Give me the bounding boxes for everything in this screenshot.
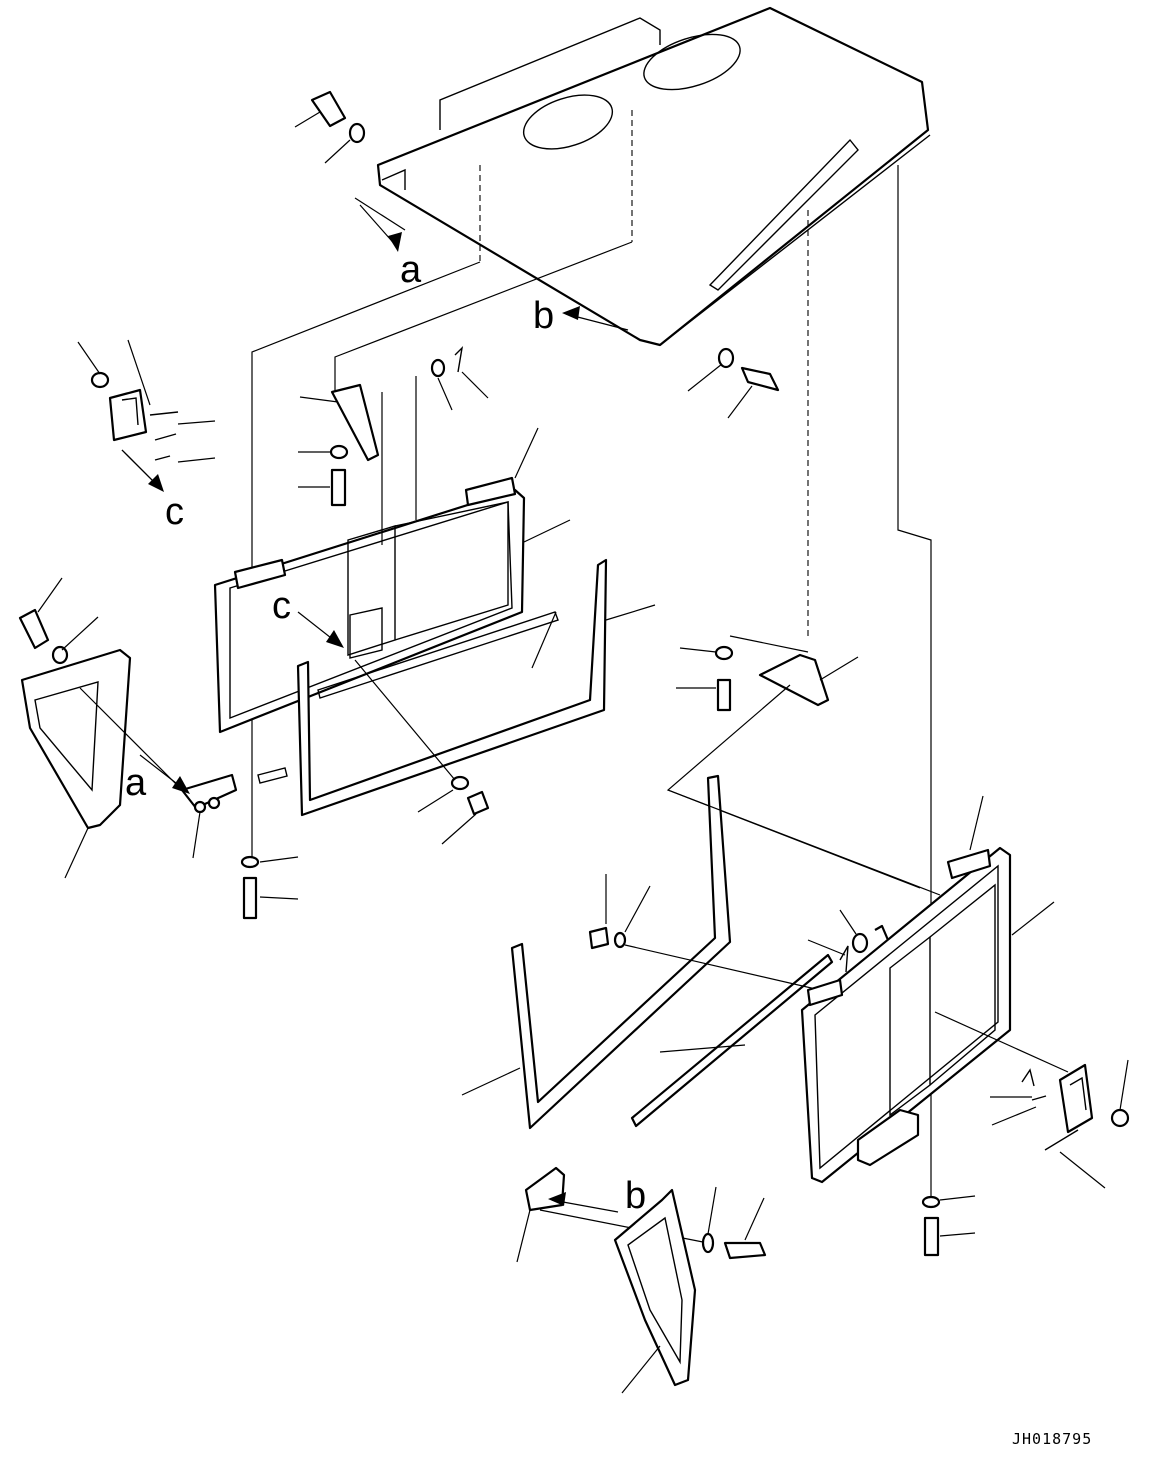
latch-assembly-right (934, 1011, 1130, 1189)
seal-strip-right (461, 774, 834, 1130)
arrow-b-bottom (548, 1192, 619, 1213)
callout-a-left: a (125, 762, 147, 804)
nut-washer-right-seal (588, 874, 821, 991)
callout-b-bottom: b (625, 1175, 646, 1217)
top-cover-plate (376, 6, 931, 347)
bracket-a-left (79, 687, 238, 859)
callout-c-top: c (165, 491, 184, 533)
arrow-c-mid (297, 611, 344, 648)
side-guard-left (20, 648, 132, 879)
callout-c-mid: c (272, 585, 291, 627)
cover-bolt-right (687, 347, 780, 419)
cover-bolt-top-left (294, 90, 366, 164)
callout-b-top: b (533, 295, 554, 337)
arrow-a-top (359, 204, 402, 252)
callout-a-top: a (400, 249, 422, 291)
side-guard-bolt-right (701, 1186, 767, 1260)
left-door-panel (213, 376, 571, 734)
hinge-bracket-upper (298, 383, 380, 507)
seal-strip-left (257, 558, 656, 817)
hinge-bracket-right (666, 635, 921, 889)
clip-pin-upper (430, 345, 489, 411)
arrow-c-top (121, 449, 164, 492)
washer-bolt-left-bottom (240, 855, 299, 920)
clip-pin-right (807, 909, 890, 973)
washer-bolt-right-bottom (921, 1195, 976, 1257)
arrow-a-left (139, 754, 190, 794)
side-guard-bolt-left (18, 577, 99, 665)
side-guard-right (613, 1188, 697, 1394)
latch-assembly-upper-left (77, 339, 216, 489)
drawing-code: JH018795 (1012, 1430, 1092, 1448)
right-door-panel (667, 789, 1055, 1184)
washer-nut-center (354, 659, 490, 845)
arrow-b-top (562, 306, 629, 331)
